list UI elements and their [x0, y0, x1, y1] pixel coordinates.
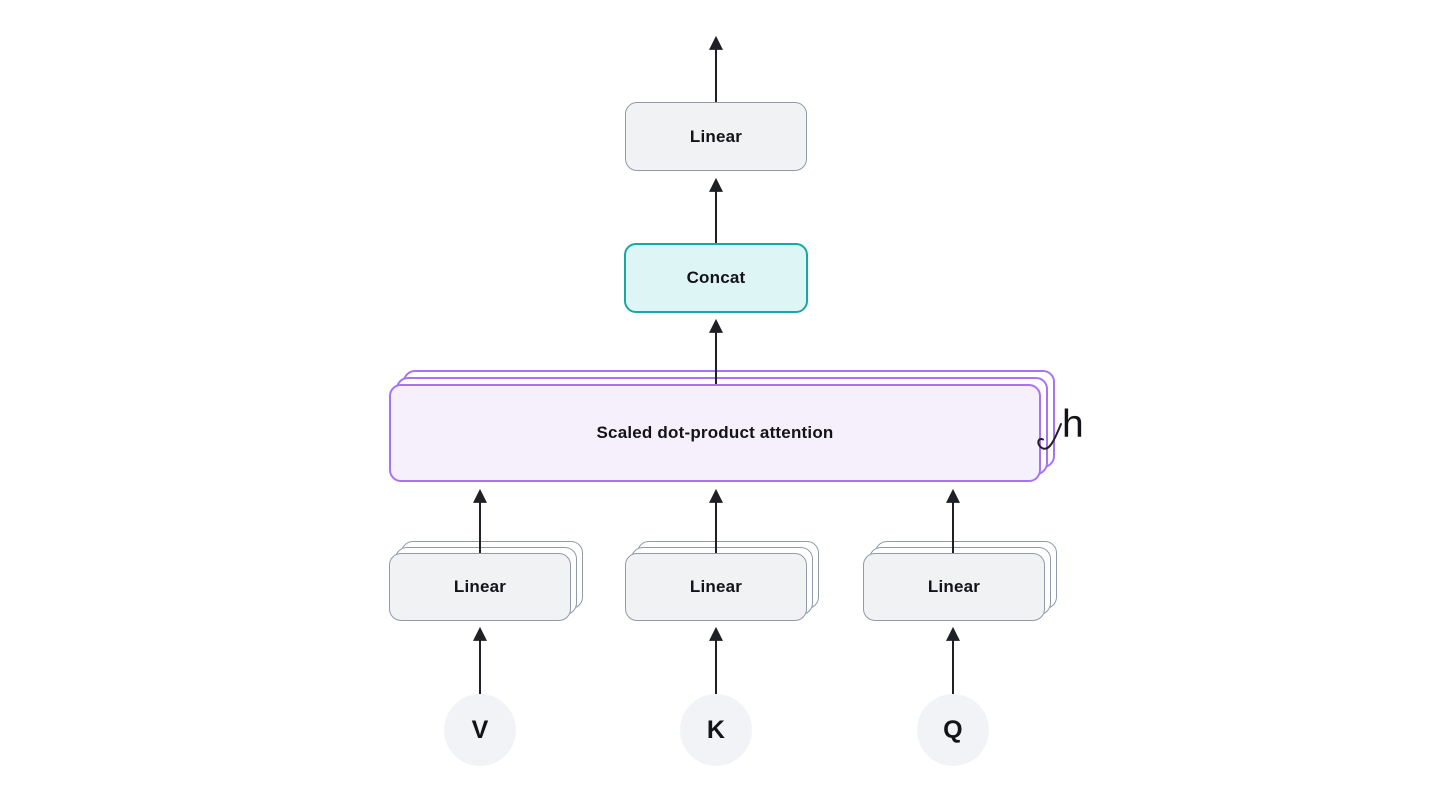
node-input-v: V [444, 694, 516, 766]
node-input-k: K [680, 694, 752, 766]
node-output-linear-label: Linear [689, 126, 743, 146]
node-linear-k-stack: Linear [625, 541, 819, 621]
node-attention: Scaled dot-product attention [389, 384, 1041, 482]
node-linear-k: Linear [625, 553, 807, 621]
attention-multiplicity-label: h [1062, 403, 1084, 446]
node-input-q: Q [917, 694, 989, 766]
node-attention-stack: Scaled dot-product attention [389, 370, 1055, 482]
node-attention-label: Scaled dot-product attention [596, 423, 834, 442]
node-input-q-label: Q [943, 715, 963, 744]
node-linear-v-label: Linear [453, 577, 507, 596]
node-linear-k-label: Linear [689, 577, 743, 596]
node-concat: Concat [624, 243, 808, 313]
node-linear-q-label: Linear [927, 577, 981, 596]
node-input-k-label: K [706, 715, 726, 744]
node-linear-q: Linear [863, 553, 1045, 621]
node-input-v-label: V [471, 715, 489, 744]
node-linear-q-stack: Linear [863, 541, 1057, 621]
node-concat-label: Concat [686, 268, 746, 287]
node-linear-v: Linear [389, 553, 571, 621]
node-linear-v-stack: Linear [389, 541, 583, 621]
node-output-linear: Linear [625, 102, 807, 171]
